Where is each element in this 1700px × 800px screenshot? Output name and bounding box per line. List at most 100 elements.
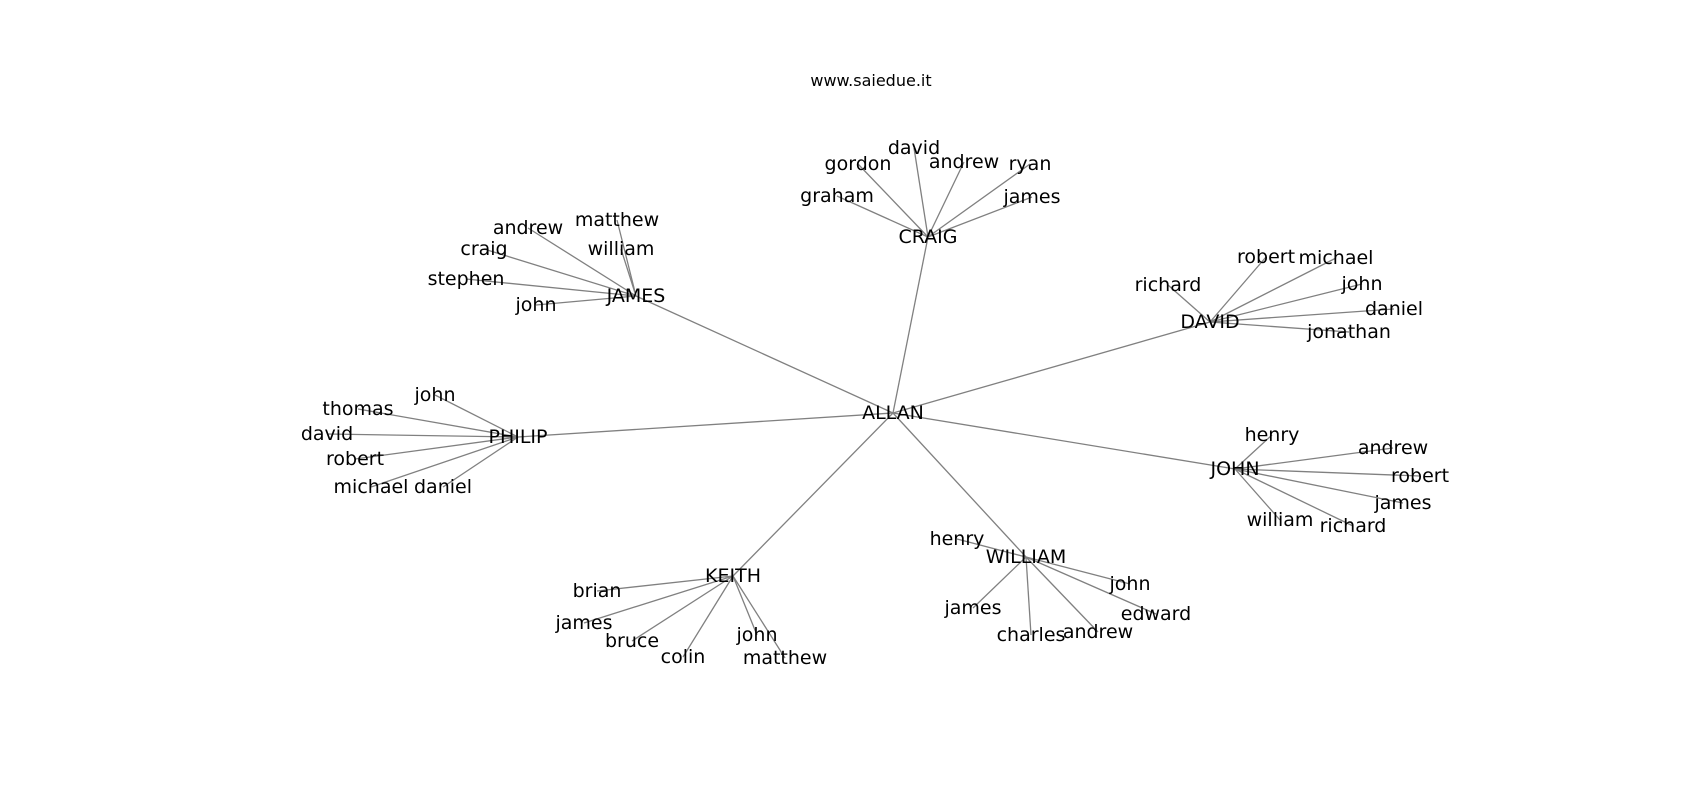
node-root: ALLAN <box>862 402 924 424</box>
edge-david-john <box>1209 283 1363 323</box>
graph-edges <box>326 147 1421 659</box>
edge-craig-gordon <box>857 163 929 238</box>
node-philip-john: john <box>414 384 456 406</box>
edge-philip-david <box>326 433 519 438</box>
site-caption: www.saiedue.it <box>810 71 932 90</box>
edge-william-john <box>1025 556 1131 585</box>
edge-root-william <box>892 412 1027 558</box>
node-philip-michael: michael <box>334 476 409 498</box>
node-james: JAMES <box>606 285 666 307</box>
node-john-richard: richard <box>1320 515 1387 537</box>
edge-william-james <box>972 556 1027 609</box>
edge-john-henry <box>1234 434 1273 470</box>
edge-keith-matthew <box>732 575 786 659</box>
node-william-edward: edward <box>1121 603 1191 625</box>
node-keith: KEITH <box>705 565 761 587</box>
edge-craig-graham <box>836 195 929 238</box>
node-craig-james: james <box>1002 186 1060 208</box>
edge-keith-bruce <box>631 575 734 642</box>
edge-john-richard <box>1234 468 1354 527</box>
node-craig: CRAIG <box>898 226 957 248</box>
node-john-henry: henry <box>1245 424 1300 446</box>
edge-craig-james <box>927 196 1033 238</box>
node-craig-gordon: gordon <box>825 153 892 175</box>
node-craig-ryan: ryan <box>1009 153 1052 175</box>
edge-keith-colin <box>682 575 734 658</box>
node-james-william: william <box>588 238 655 260</box>
node-john-andrew: andrew <box>1358 437 1428 459</box>
edge-william-henry <box>956 538 1027 558</box>
edge-john-robert <box>1234 468 1421 477</box>
edge-keith-james <box>583 575 734 624</box>
graph-labels: ALLAN JAMES andrew matthew william craig steph… <box>301 137 1449 669</box>
node-keith-james: james <box>554 612 612 634</box>
node-david-jonathan: jonathan <box>1306 321 1391 343</box>
edge-james-matthew <box>616 219 637 297</box>
edge-root-craig <box>892 236 929 414</box>
node-philip-daniel: daniel <box>414 476 472 498</box>
node-william-henry: henry <box>930 528 985 550</box>
edge-root-james <box>635 295 894 414</box>
edge-keith-john <box>732 575 758 636</box>
node-keith-bruce: bruce <box>605 630 659 652</box>
node-david-richard: richard <box>1135 274 1202 296</box>
edge-william-edward <box>1025 556 1157 615</box>
edge-david-richard <box>1167 284 1211 323</box>
node-william-james: james <box>943 597 1001 619</box>
edge-keith-brian <box>596 575 734 592</box>
node-william-andrew: andrew <box>1063 621 1133 643</box>
node-william: WILLIAM <box>986 546 1067 568</box>
edge-john-james <box>1234 468 1404 504</box>
node-james-craig: craig <box>460 238 507 260</box>
edge-philip-michael <box>370 436 519 488</box>
node-james-john: john <box>515 294 557 316</box>
node-philip-thomas: thomas <box>322 398 393 420</box>
edge-william-andrew <box>1025 556 1099 633</box>
edge-john-william <box>1234 468 1281 521</box>
node-john-robert: robert <box>1391 465 1449 487</box>
edge-philip-robert <box>354 436 519 460</box>
edge-craig-andrew <box>927 161 965 238</box>
node-william-charles: charles <box>997 624 1066 646</box>
edge-james-craig <box>483 248 637 297</box>
node-david-michael: michael <box>1299 247 1374 269</box>
node-james-stephen: stephen <box>428 268 505 290</box>
node-john: JOHN <box>1209 458 1259 480</box>
node-keith-brian: brian <box>573 580 622 602</box>
edge-root-philip <box>517 412 894 438</box>
node-david-john: john <box>1341 273 1383 295</box>
edge-root-david <box>892 321 1211 414</box>
node-craig-andrew: andrew <box>929 151 999 173</box>
edge-david-michael <box>1209 257 1337 323</box>
edge-philip-thomas <box>357 408 519 438</box>
edge-james-william <box>620 248 637 297</box>
node-keith-matthew: matthew <box>743 647 827 669</box>
node-james-matthew: matthew <box>575 209 659 231</box>
node-craig-david: david <box>888 137 940 159</box>
edge-james-john <box>535 295 637 306</box>
node-james-andrew: andrew <box>493 217 563 239</box>
edge-james-andrew <box>527 227 637 297</box>
edge-philip-john <box>434 394 519 438</box>
node-david: DAVID <box>1180 311 1239 333</box>
node-keith-john: john <box>736 624 778 646</box>
edge-john-andrew <box>1234 447 1394 470</box>
node-philip-robert: robert <box>326 448 384 470</box>
edge-craig-ryan <box>927 163 1031 238</box>
node-david-robert: robert <box>1237 246 1295 268</box>
node-keith-colin: colin <box>661 646 706 668</box>
node-philip: PHILIP <box>489 426 548 448</box>
edge-david-jonathan <box>1209 321 1350 333</box>
edge-root-john <box>892 412 1236 470</box>
edge-william-charles <box>1025 556 1032 636</box>
node-david-daniel: daniel <box>1365 298 1423 320</box>
node-john-william: william <box>1247 509 1314 531</box>
node-william-john: john <box>1109 573 1151 595</box>
node-craig-graham: graham <box>800 185 874 207</box>
node-philip-david: david <box>301 423 353 445</box>
edge-david-robert <box>1209 256 1267 323</box>
edge-james-stephen <box>465 278 637 297</box>
edge-david-daniel <box>1209 308 1395 323</box>
edge-philip-daniel <box>442 436 519 488</box>
